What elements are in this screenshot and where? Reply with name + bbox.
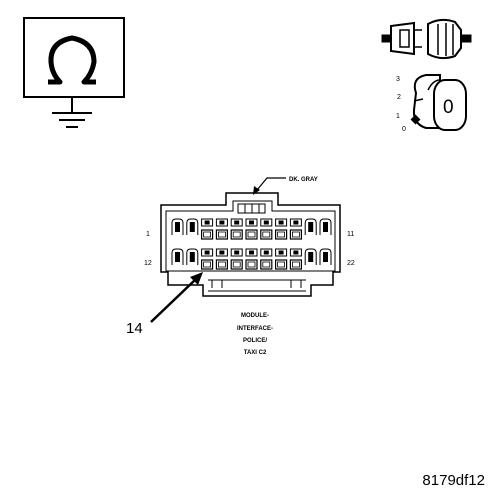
pin-label-22: 22	[347, 260, 355, 267]
connector-c2: 1 11 12 22	[144, 192, 355, 297]
cavity	[304, 218, 317, 235]
cavity	[171, 248, 184, 265]
connector-name-line-4: TAXI C2	[244, 350, 267, 356]
cavity	[245, 218, 258, 240]
cavity	[186, 218, 199, 235]
cavity	[186, 248, 199, 265]
cavity	[275, 248, 288, 270]
cavity	[201, 248, 214, 270]
connector-name-line-3: POLICE/	[243, 338, 267, 344]
ignition-position-0: 0	[402, 126, 406, 133]
cavity	[260, 218, 273, 240]
ignition-position-3: 3	[396, 76, 400, 83]
pin-label-11: 11	[347, 231, 354, 238]
callout-14: 14	[126, 272, 203, 337]
pin-label-12: 12	[144, 260, 152, 267]
cavity	[319, 218, 332, 235]
cavity	[304, 248, 317, 265]
cavity	[171, 218, 184, 235]
cavity	[230, 218, 243, 240]
cavity	[319, 248, 332, 265]
connector-plug-icon	[381, 18, 472, 60]
cavity	[275, 218, 288, 240]
figure-id: 8179df12	[422, 472, 485, 489]
ignition-switch-icon: 3 2 1 0 0	[396, 74, 467, 133]
key-letter: 0	[443, 97, 454, 118]
connector-name-line-1: MODULE-	[241, 313, 269, 319]
cavity	[245, 248, 258, 270]
ignition-position-2: 2	[397, 94, 401, 101]
ignition-position-1: 1	[396, 113, 400, 120]
pin-label-1: 1	[146, 231, 150, 238]
connector-name-line-2: INTERFACE-	[237, 326, 273, 332]
cavity	[289, 218, 302, 240]
cavity	[230, 248, 243, 270]
connector-cavities	[171, 218, 332, 270]
callout-number: 14	[126, 320, 143, 337]
ohm-ground-icon	[23, 17, 125, 128]
cavity	[215, 248, 228, 270]
wire-color-label: DK. GRAY	[289, 177, 318, 183]
cavity	[260, 248, 273, 270]
connector-name: MODULE- INTERFACE- POLICE/ TAXI C2	[237, 313, 273, 356]
cavity	[215, 218, 228, 240]
cavity	[289, 248, 302, 270]
cavity	[201, 218, 214, 240]
